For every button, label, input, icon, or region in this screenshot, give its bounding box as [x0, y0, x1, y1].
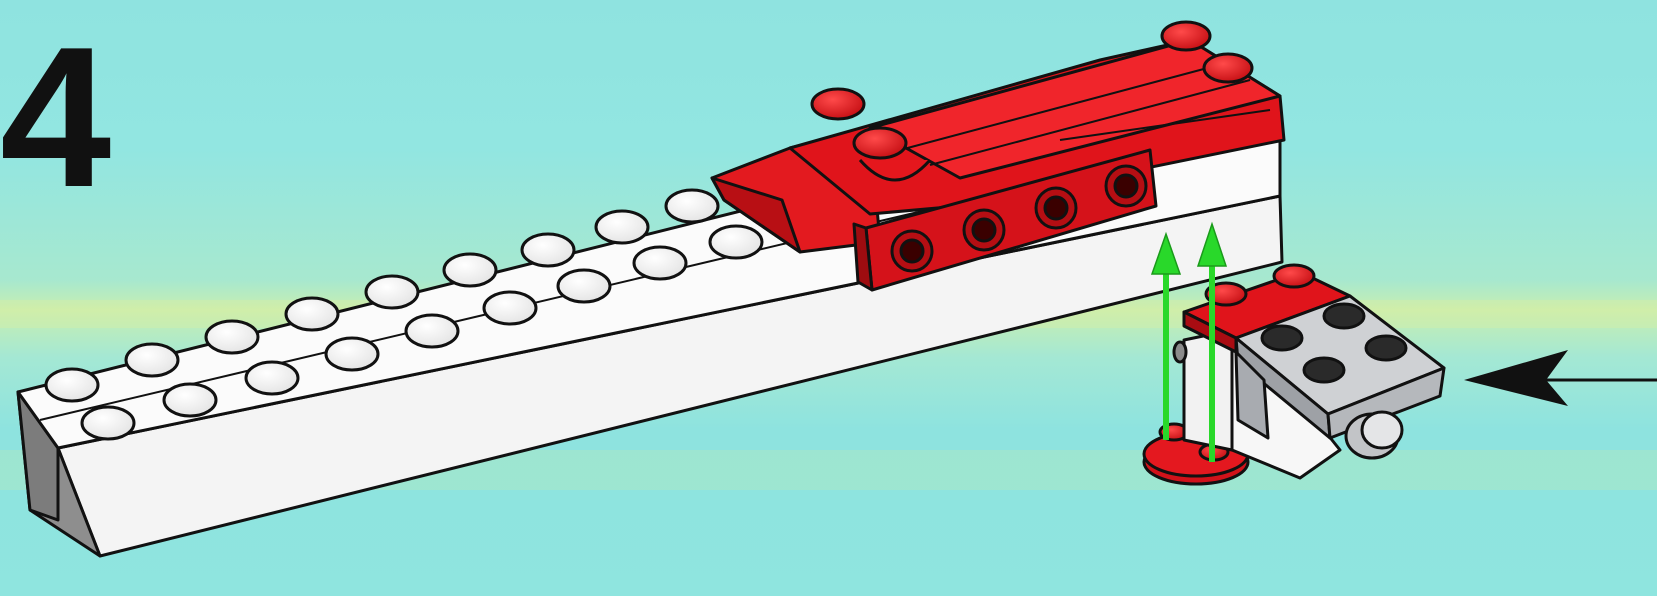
hole: [964, 210, 1004, 250]
sub-assembly: [1144, 265, 1444, 484]
hole: [1106, 166, 1146, 206]
black-arrowhead-left-icon: [1464, 350, 1657, 406]
hole: [1036, 188, 1076, 228]
hole: [892, 231, 932, 271]
green-arrow-left: [1152, 234, 1180, 440]
